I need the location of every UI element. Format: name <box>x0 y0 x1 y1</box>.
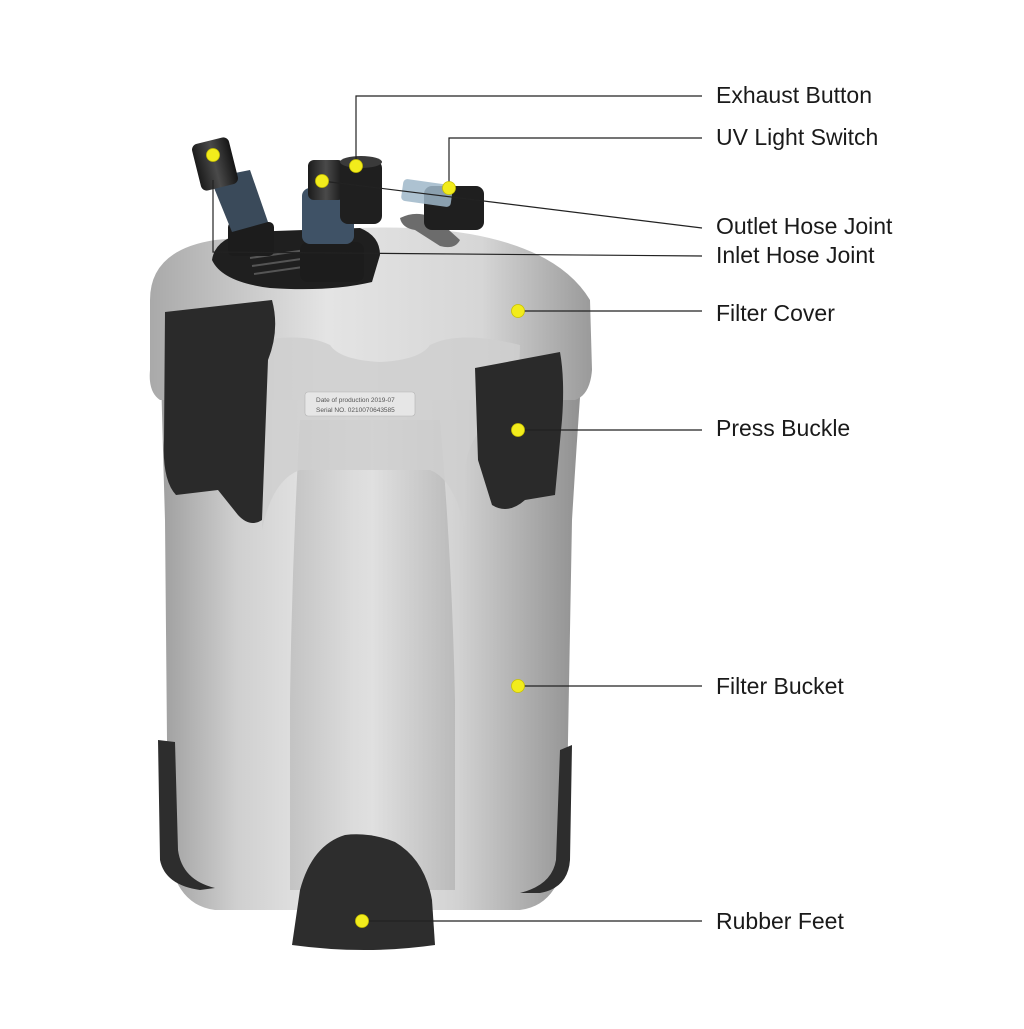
leader-outlet-hose-joint <box>321 180 703 229</box>
markers <box>206 148 525 928</box>
exhaust-button-shape <box>340 160 382 224</box>
cap-skirt <box>240 337 520 530</box>
plate-serial-text: Serial NO. 0210070643585 <box>316 407 395 414</box>
inlet-hose-base <box>300 242 364 282</box>
rubber-foot-right <box>520 745 572 893</box>
marker-exhaust-button <box>349 159 363 173</box>
marker-outlet-hose-joint <box>315 174 329 188</box>
label-outlet-hose-joint: Outlet Hose Joint <box>716 213 893 239</box>
leader-exhaust-button <box>355 95 702 166</box>
outlet-hose-tip <box>192 137 238 191</box>
uv-switch-window <box>401 179 453 207</box>
label-exhaust-button: Exhaust Button <box>716 82 872 108</box>
marker-filter-cover <box>511 304 525 318</box>
rubber-foot-left <box>158 740 215 890</box>
leader-lines <box>212 95 703 922</box>
cap-grip-groove <box>400 213 460 248</box>
label-filter-bucket: Filter Bucket <box>716 673 844 699</box>
label-press-buckle: Press Buckle <box>716 415 851 441</box>
marker-uv-light-switch <box>442 181 456 195</box>
marker-inlet-hose-joint <box>206 148 220 162</box>
press-buckle-left <box>163 300 276 524</box>
label-inlet-hose-joint: Inlet Hose Joint <box>716 242 875 268</box>
label-filter-cover: Filter Cover <box>716 300 835 326</box>
serial-plate <box>304 391 416 417</box>
leader-inlet-hose-joint <box>212 180 703 257</box>
leader-uv-light-switch <box>448 137 702 188</box>
outlet-hose-base <box>228 222 274 256</box>
marker-rubber-feet <box>355 914 369 928</box>
marker-press-buckle <box>511 423 525 437</box>
label-rubber-feet: Rubber Feet <box>716 908 844 934</box>
body-spine <box>290 420 455 890</box>
label-uv-light-switch: UV Light Switch <box>716 124 879 150</box>
marker-filter-bucket <box>511 679 525 693</box>
plate-production-text: Date of production 2019-07 <box>316 397 395 404</box>
